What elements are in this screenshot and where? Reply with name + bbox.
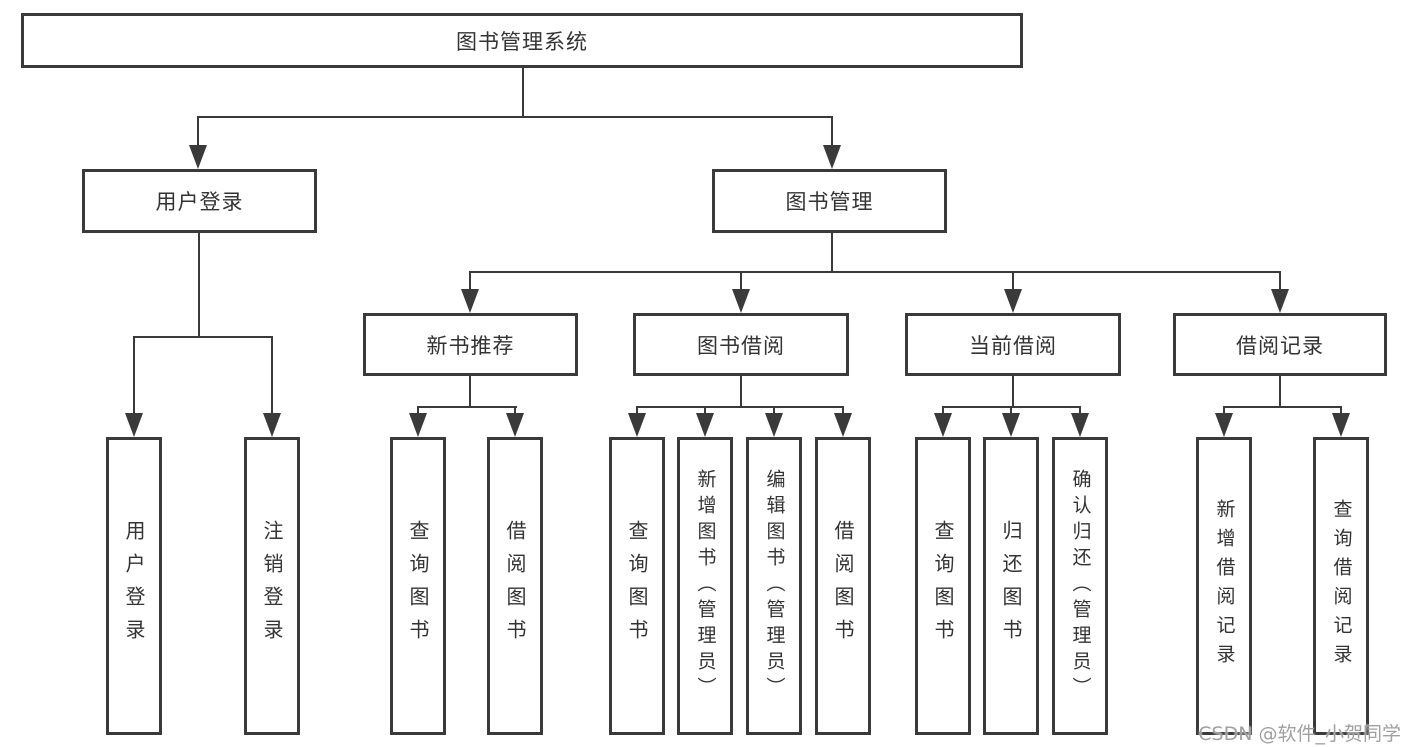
connector-user-login-stem [198, 233, 200, 338]
arrowhead-borrow1 [506, 413, 524, 437]
leaf-query-book-1-label: 查询图书 [406, 520, 430, 652]
node-root-label: 图书管理系统 [456, 29, 588, 54]
connector-new-book-stem [469, 376, 471, 407]
node-borrow-record: 借阅记录 [1173, 313, 1387, 376]
arrowhead-user-login [189, 145, 207, 169]
arrowhead-add-book [696, 413, 714, 437]
connector-borrow-record-bar [1223, 406, 1342, 408]
node-book-management: 图书管理 [712, 169, 947, 233]
leaf-confirm-return-admin-label: 确认归还（管理员） [1069, 469, 1092, 703]
node-new-book-recommend-label: 新书推荐 [426, 333, 515, 358]
arrowhead-leaf-user-login [125, 413, 143, 437]
connector-drop-current-borrow [1012, 271, 1014, 293]
arrowhead-query3 [934, 413, 952, 437]
node-book-borrow-label: 图书借阅 [697, 333, 785, 358]
arrowhead-add-record [1215, 413, 1233, 437]
leaf-return-book: 归还图书 [983, 437, 1039, 735]
connector-book-borrow-stem [740, 376, 742, 407]
connector-drop-book-management [831, 116, 833, 148]
leaf-return-book-label: 归还图书 [999, 520, 1023, 652]
leaf-borrow-book-2-label: 借阅图书 [831, 520, 855, 652]
leaf-logout: 注销登录 [244, 437, 300, 735]
connector-drop-add-book [704, 406, 706, 416]
leaf-query-book-3: 查询图书 [915, 437, 971, 735]
connector-root-bar [197, 116, 833, 118]
leaf-add-borrow-record-label: 新增借阅记录 [1213, 499, 1236, 673]
node-root-system: 图书管理系统 [21, 13, 1023, 68]
connector-drop-query2 [636, 406, 638, 416]
arrowhead-leaf-logout [263, 413, 281, 437]
leaf-confirm-return-admin: 确认归还（管理员） [1052, 437, 1108, 735]
connector-book-management-bar [469, 271, 1281, 273]
connector-drop-return-book [1010, 406, 1012, 416]
node-current-borrow: 当前借阅 [905, 313, 1121, 376]
connector-drop-add-record [1223, 406, 1225, 416]
leaf-query-borrow-record: 查询借阅记录 [1313, 437, 1369, 735]
connector-drop-book-borrow [740, 271, 742, 293]
node-book-borrow: 图书借阅 [633, 313, 849, 376]
arrowhead-query2 [628, 413, 646, 437]
csdn-watermark: CSDN @软件_小贺同学 [1198, 723, 1401, 745]
connector-drop-leaf-logout [271, 336, 273, 416]
leaf-borrow-book-1: 借阅图书 [487, 437, 543, 735]
connector-book-management-stem [831, 233, 833, 273]
arrowhead-confirm-return [1071, 413, 1089, 437]
connector-drop-query3 [942, 406, 944, 416]
node-user-login-group: 用户登录 [82, 169, 317, 233]
arrowhead-book-management [823, 145, 841, 169]
node-user-login-group-label: 用户登录 [155, 190, 244, 214]
node-new-book-recommend: 新书推荐 [363, 313, 578, 376]
leaf-query-book-2-label: 查询图书 [625, 520, 649, 652]
connector-borrow-record-stem [1279, 376, 1281, 407]
leaf-add-book-admin: 新增图书（管理员） [677, 437, 733, 735]
connector-drop-borrow2 [842, 406, 844, 416]
leaf-add-borrow-record: 新增借阅记录 [1196, 437, 1252, 735]
leaf-user-login-label: 用户登录 [122, 520, 146, 652]
connector-drop-query1 [417, 406, 419, 416]
arrowhead-new-book [461, 289, 479, 313]
arrowhead-borrow2 [834, 413, 852, 437]
connector-drop-user-login [197, 116, 199, 148]
node-book-management-label: 图书管理 [785, 190, 874, 214]
arrowhead-query1 [409, 413, 427, 437]
arrowhead-book-borrow [732, 289, 750, 313]
leaf-add-book-admin-label: 新增图书（管理员） [694, 469, 717, 703]
connector-drop-leaf-user-login [133, 336, 135, 416]
leaf-query-borrow-record-label: 查询借阅记录 [1330, 499, 1353, 673]
connector-new-book-bar [417, 406, 517, 408]
arrowhead-return-book [1002, 413, 1020, 437]
connector-drop-borrow1 [514, 406, 516, 416]
connector-drop-confirm-return [1079, 406, 1081, 416]
connector-current-borrow-stem [1012, 376, 1014, 407]
leaf-borrow-book-1-label: 借阅图书 [503, 520, 527, 652]
leaf-logout-label: 注销登录 [260, 520, 284, 652]
connector-drop-borrow-record [1279, 271, 1281, 293]
leaf-borrow-book-2: 借阅图书 [815, 437, 871, 735]
connector-user-login-bar [133, 336, 273, 338]
leaf-query-book-2: 查询图书 [609, 437, 665, 735]
leaf-user-login: 用户登录 [106, 437, 162, 735]
connector-drop-new-book [469, 271, 471, 293]
leaf-query-book-1: 查询图书 [390, 437, 446, 735]
node-current-borrow-label: 当前借阅 [969, 333, 1057, 358]
leaf-edit-book-admin: 编辑图书（管理员） [746, 437, 802, 735]
arrowhead-borrow-record [1271, 289, 1289, 313]
node-borrow-record-label: 借阅记录 [1236, 333, 1324, 358]
leaf-edit-book-admin-label: 编辑图书（管理员） [763, 469, 786, 703]
connector-root-stem [522, 65, 524, 118]
connector-drop-query-record [1340, 406, 1342, 416]
leaf-query-book-3-label: 查询图书 [931, 520, 955, 652]
connector-book-borrow-bar [636, 406, 844, 408]
arrowhead-current-borrow [1004, 289, 1022, 313]
connector-drop-edit-book [773, 406, 775, 416]
arrowhead-edit-book [765, 413, 783, 437]
arrowhead-query-record [1332, 413, 1350, 437]
